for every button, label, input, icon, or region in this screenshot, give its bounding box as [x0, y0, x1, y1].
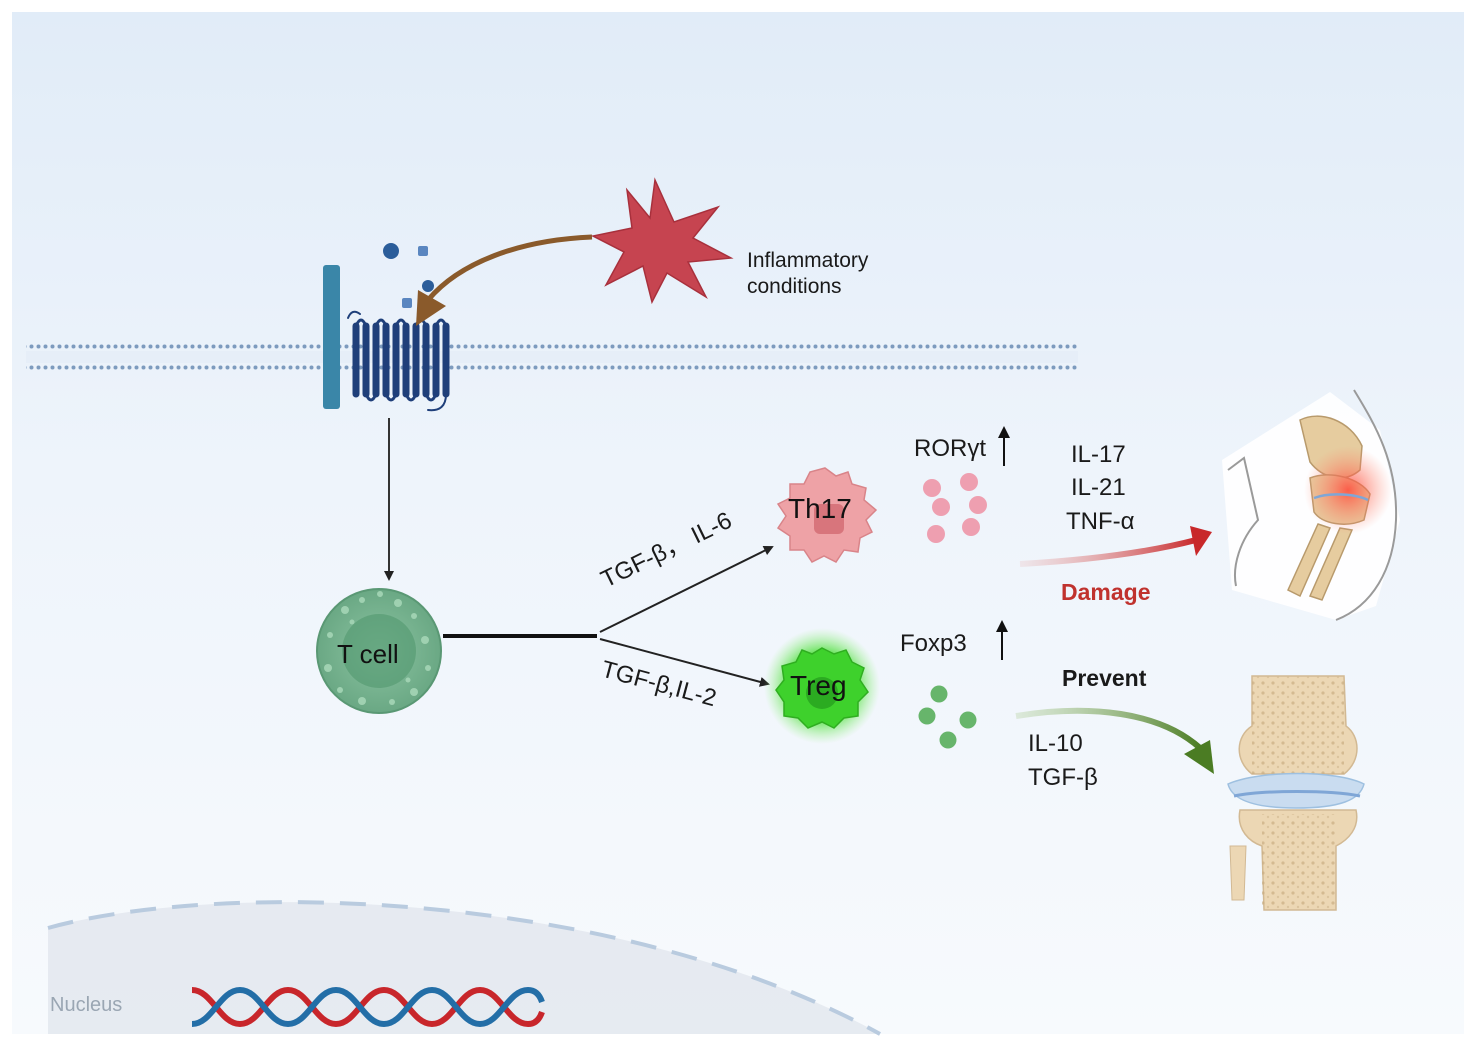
- damage-label: Damage: [1061, 579, 1150, 605]
- inflammation-arrow: [426, 234, 593, 302]
- th17-cytokine-molecules: [923, 473, 987, 543]
- nucleus-label: Nucleus: [50, 994, 122, 1016]
- prevent-label: Prevent: [1062, 665, 1147, 691]
- treg-label: Treg: [790, 670, 847, 701]
- inflammatory-label-line2: conditions: [747, 275, 842, 298]
- knee-healthy-icon: [1227, 675, 1365, 911]
- inflammatory-label-line1: Inflammatory: [747, 249, 869, 272]
- knee-inflamed-icon: [1222, 389, 1400, 621]
- dna-icon: [191, 986, 545, 1028]
- damage-arrowhead: [1190, 526, 1212, 556]
- treg-cell: [764, 628, 880, 744]
- cytokine-il10: IL-10: [1028, 730, 1083, 757]
- cytokine-il17: IL-17: [1071, 441, 1126, 468]
- treg-cytokine-molecules: [918, 685, 977, 749]
- up-arrow-icon: [998, 426, 1010, 466]
- foxp3-label: Foxp3: [900, 630, 967, 657]
- damage-arrow: [1019, 537, 1197, 567]
- cytokine-tgfb: TGF-β: [1028, 764, 1098, 791]
- rorgt-label: RORγt: [914, 435, 986, 462]
- t-cell: [316, 588, 442, 714]
- th17-arrow: [599, 546, 774, 633]
- up-arrow-icon: [996, 620, 1008, 660]
- cytokine-il21: IL-21: [1071, 474, 1126, 501]
- th17-cell: [776, 467, 878, 563]
- cell-membrane: [26, 342, 1078, 372]
- t-cell-label: T cell: [337, 639, 399, 669]
- star-icon: [590, 177, 734, 305]
- prevent-arrowhead: [1184, 740, 1214, 774]
- cytokine-tnfa: TNF-α: [1066, 508, 1135, 535]
- inflammation-arrowhead: [416, 290, 446, 326]
- th17-label: Th17: [788, 493, 852, 524]
- cell-background: [12, 12, 1464, 1034]
- prevent-arrow: [1015, 707, 1203, 751]
- gpcr-icon: [347, 310, 450, 412]
- receptor-icon: [323, 265, 340, 409]
- treg-arrow: [599, 638, 770, 687]
- ligand-molecules: [383, 243, 434, 308]
